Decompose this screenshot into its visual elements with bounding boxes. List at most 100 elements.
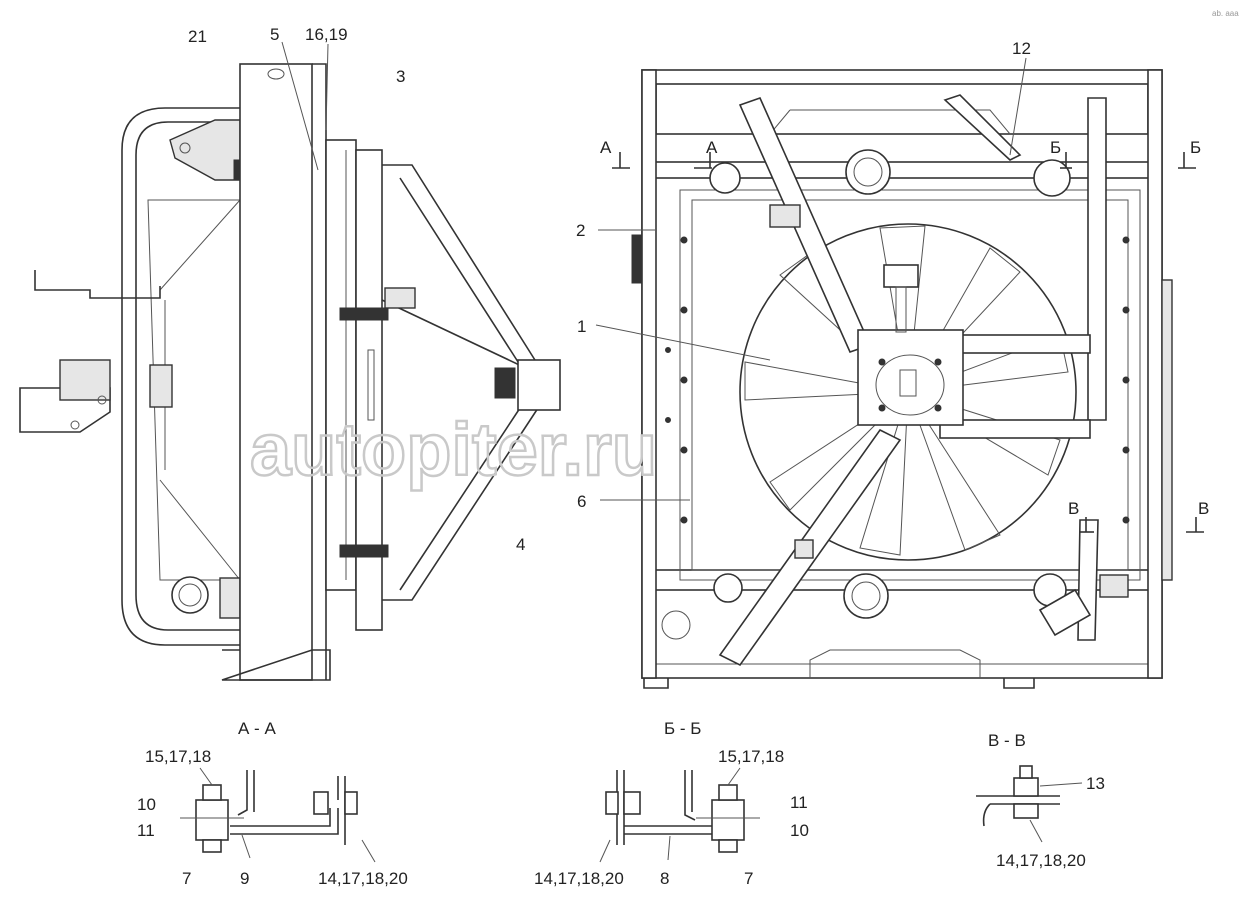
section-bb: Б - Б 15,17,18 11 10 14,17,18,20 8 7 [534, 719, 809, 888]
front-bottom-hole [661, 610, 691, 640]
bolt [97, 395, 107, 405]
section-aa: А - А 15,17,18 10 11 7 9 14,17,18,20 [137, 719, 408, 888]
section-vv-title: В - В [988, 731, 1026, 750]
callout-3: 3 [396, 67, 405, 86]
bolt [70, 420, 80, 430]
side-shroud [355, 149, 383, 631]
section-markers [612, 152, 1204, 533]
callout-5: 5 [270, 25, 279, 44]
callout-6: 6 [577, 492, 586, 511]
front-port-bottom-left [713, 573, 743, 603]
front-right-post [1147, 69, 1163, 679]
side-frame-loop-inner [135, 121, 240, 631]
mark-v-left: В [1068, 499, 1079, 518]
side-mount-block [59, 359, 111, 401]
front-pipe-right-lower [1077, 519, 1099, 641]
bb-bolt-stack [711, 799, 745, 841]
aa-label-7: 7 [182, 869, 191, 888]
mark-a-left: А [600, 138, 612, 157]
aa-label-9: 9 [240, 869, 249, 888]
vv-nut [1013, 777, 1039, 797]
side-pipe-inner [178, 583, 202, 607]
vv-label-13: 13 [1086, 774, 1105, 793]
callout-12: 12 [1012, 39, 1031, 58]
bb-label-8: 8 [660, 869, 669, 888]
side-shroud-slot [367, 349, 375, 421]
aa-leader-14 [361, 839, 376, 863]
side-fan-hub [517, 359, 561, 411]
aa-bracket [230, 808, 339, 835]
side-block [219, 577, 241, 619]
callout-4: 4 [516, 535, 525, 554]
side-arm-inner [399, 177, 521, 591]
vv-label-14: 14,17,18,20 [996, 851, 1086, 870]
bolt [179, 142, 191, 154]
side-hub-dark [494, 367, 516, 399]
callout-21: 21 [188, 27, 207, 46]
section-aa-title: А - А [238, 719, 276, 738]
front-bottom-hump [809, 649, 981, 678]
mark-a-right: А [706, 138, 718, 157]
front-left-post [641, 69, 657, 679]
side-hub [149, 364, 173, 408]
bb-label-7: 7 [744, 869, 753, 888]
front-pipe-right [1087, 97, 1107, 421]
front-hub-bracket-stem [895, 286, 907, 333]
section-vv: В - В 13 14,17,18,20 [976, 731, 1105, 870]
aa-label-11: 11 [137, 821, 155, 840]
corner-mark: ab. aaa [1212, 9, 1239, 18]
side-arm-upper [382, 164, 541, 369]
side-view [19, 63, 561, 681]
front-hub-arrow [899, 369, 917, 397]
bb-label-14: 14,17,18,20 [534, 869, 624, 888]
front-fan-hub [857, 329, 964, 426]
front-core-inner [691, 199, 1129, 571]
front-pipe-h2 [939, 419, 1091, 439]
side-bracket-top [34, 270, 161, 299]
aa-head-left [202, 839, 222, 853]
side-base [221, 649, 331, 681]
side-arm-mid [381, 299, 531, 371]
bb-nut-left [623, 791, 641, 815]
vv-head [1013, 803, 1039, 819]
vv-bolt-top [1019, 765, 1033, 779]
column-hole [267, 68, 285, 80]
bb-leader-14 [599, 839, 611, 863]
side-arm-block [384, 287, 416, 309]
aa-nut-left [202, 784, 222, 801]
side-arm-lower [382, 404, 541, 601]
front-port-bottom [843, 573, 889, 619]
aa-left-upright [237, 770, 255, 816]
side-frame-loop [121, 107, 240, 646]
side-pipe [171, 576, 209, 614]
side-radiator-core [325, 139, 357, 591]
front-tab-1 [769, 204, 801, 228]
vv-leader-13 [1039, 782, 1083, 787]
front-top-strap [943, 94, 1022, 161]
front-feet [643, 678, 1035, 689]
bb-label-11: 11 [790, 793, 808, 812]
front-coupler [1038, 588, 1092, 637]
mark-b-right: Б [1190, 138, 1201, 157]
mark-v-right: В [1198, 499, 1209, 518]
aa-label-14: 14,17,18,20 [318, 869, 408, 888]
bb-head-right [718, 839, 738, 853]
side-latch-top [339, 307, 389, 321]
section-bb-title: Б - Б [664, 719, 701, 738]
front-port-top-right [1033, 159, 1071, 197]
aa-leader-top [199, 767, 213, 786]
front-side-bolts [665, 236, 1130, 524]
front-left-clip [631, 234, 643, 284]
front-core [679, 189, 1141, 581]
front-port-top [845, 149, 891, 195]
bb-head-left [605, 791, 619, 815]
front-top-tank [655, 83, 1149, 135]
aa-bolt-stack-left [195, 799, 229, 841]
side-main-column [239, 63, 313, 681]
front-tab-2 [794, 539, 814, 559]
callout-16-19: 16,19 [305, 25, 348, 44]
aa-nut-right [313, 791, 329, 815]
bb-right-upright [684, 770, 696, 821]
leader-lines [281, 41, 1027, 501]
